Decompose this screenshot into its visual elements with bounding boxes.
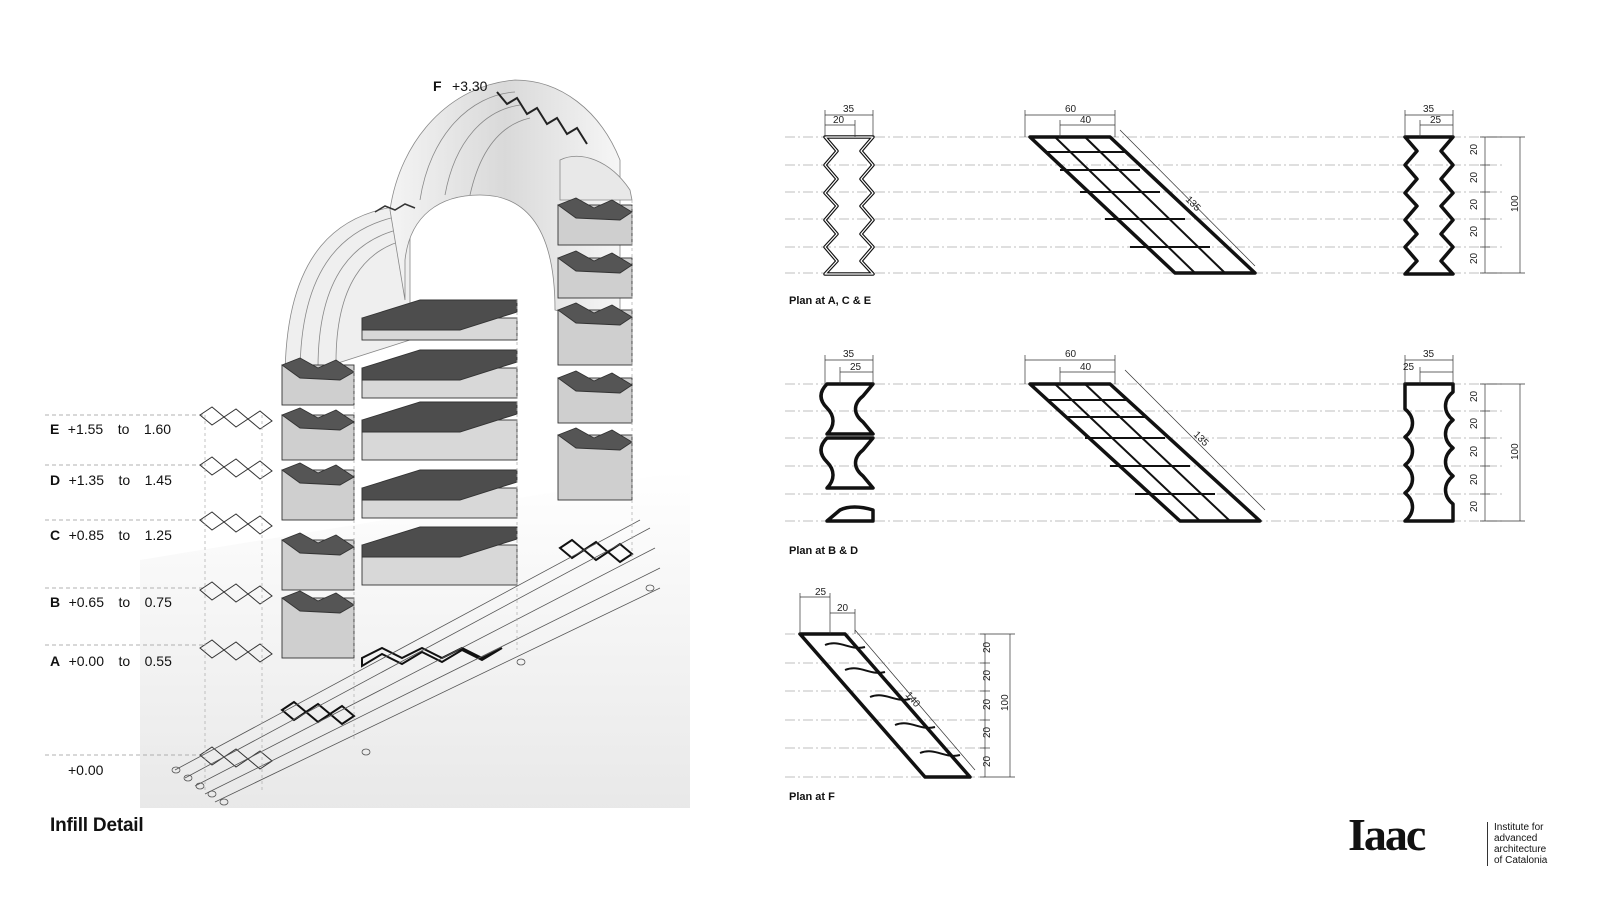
level-label-d: D +1.35 to 1.45: [50, 472, 172, 490]
level-to-word: to: [118, 472, 131, 488]
logo-institution-text: Institute for advanced architecture of C…: [1487, 822, 1574, 866]
logo-line: Institute for: [1494, 822, 1544, 833]
base-level-label: +0.00: [68, 762, 104, 778]
dim-text: 25: [1430, 115, 1442, 126]
dim-text: 20: [1469, 171, 1480, 183]
dim-text: 35: [843, 104, 855, 115]
dim-text: 20: [982, 698, 993, 710]
plan-caption: Plan at A, C & E: [789, 295, 872, 307]
plan-bd-drawing: 35 25 60 40 135 35 25 20 20 20 20 20 100: [785, 349, 1525, 523]
dim-text: 25: [1403, 362, 1415, 373]
level-to-word: to: [117, 421, 130, 437]
level-from: +1.55: [67, 421, 104, 437]
level-label-b: B +0.65 to 0.75: [50, 594, 172, 612]
level-from: +0.65: [68, 594, 105, 610]
dim-text: 20: [1469, 252, 1480, 264]
dim-text: 20: [982, 641, 993, 653]
dim-text: 20: [982, 755, 993, 767]
dim-text: 60: [1065, 104, 1077, 115]
iaac-logo: Iaac: [1348, 809, 1426, 860]
level-value: +3.30: [452, 78, 488, 94]
dim-text: 25: [850, 362, 862, 373]
level-to: 0.75: [144, 594, 172, 610]
level-letter: E: [50, 421, 60, 437]
dim-text: 25: [815, 587, 827, 598]
logo-line: architecture: [1494, 844, 1547, 855]
dim-text: 40: [1080, 115, 1092, 126]
level-f-label: F +3.30: [433, 78, 487, 96]
dim-text: 20: [1469, 500, 1480, 512]
level-letter: A: [50, 653, 61, 669]
dim-text: 40: [1080, 362, 1092, 373]
plan-caption: Plan at B & D: [789, 545, 859, 557]
level-to: 1.25: [144, 527, 172, 543]
logo-line: advanced: [1494, 833, 1538, 844]
dim-text: 35: [1423, 349, 1435, 360]
page-title: Infill Detail: [50, 815, 144, 836]
plan-caption: Plan at F: [789, 791, 835, 803]
level-label-e: E +1.55 to 1.60: [50, 421, 171, 439]
dim-text: 20: [1469, 198, 1480, 210]
dim-text: 35: [843, 349, 855, 360]
level-label-c: C +0.85 to 1.25: [50, 527, 172, 545]
level-from: +1.35: [68, 472, 105, 488]
dim-text: 20: [1469, 225, 1480, 237]
level-to: 1.45: [144, 472, 172, 488]
dim-text: 20: [1469, 143, 1480, 155]
dim-text: 20: [1469, 390, 1480, 402]
level-letter: B: [50, 594, 61, 610]
level-to-word: to: [118, 594, 131, 610]
level-letter: F: [433, 78, 442, 94]
axonometric-drawing: [45, 79, 690, 808]
dim-text: 20: [833, 115, 845, 126]
level-from: +0.85: [68, 527, 105, 543]
level-letter: D: [50, 472, 61, 488]
level-from: +0.00: [68, 653, 105, 669]
dim-text: 100: [1510, 195, 1521, 212]
level-to: 1.60: [143, 421, 172, 437]
plan-f-drawing: 25 20 140 20 20 20 20 20 100: [785, 587, 1015, 779]
dim-text: 135: [1183, 194, 1203, 214]
level-letter: C: [50, 527, 61, 543]
plan-ace-drawing: 35 20 60 40 135 35 25 20 20 20 20 20 100: [785, 104, 1525, 276]
dim-text: 100: [1510, 443, 1521, 460]
level-to-word: to: [118, 653, 131, 669]
dim-text: 35: [1423, 104, 1435, 115]
dim-text: 100: [1000, 694, 1011, 711]
dim-text: 135: [1191, 429, 1211, 449]
level-to-word: to: [118, 527, 131, 543]
dim-text: 20: [982, 669, 993, 681]
dim-text: 20: [982, 726, 993, 738]
logo-line: of Catalonia: [1494, 855, 1548, 866]
dim-text: 20: [1469, 445, 1480, 457]
dim-text: 20: [837, 603, 849, 614]
dim-text: 20: [1469, 417, 1480, 429]
dim-text: 60: [1065, 349, 1077, 360]
level-to: 0.55: [144, 653, 172, 669]
dim-text: 140: [903, 690, 922, 710]
dim-text: 20: [1469, 473, 1480, 485]
level-label-a: A +0.00 to 0.55: [50, 653, 172, 671]
